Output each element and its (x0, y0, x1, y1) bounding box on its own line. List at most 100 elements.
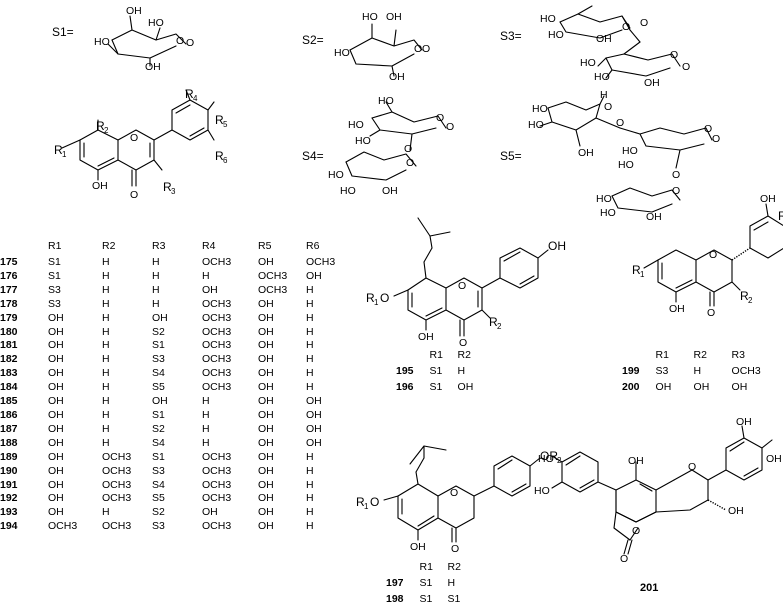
svg-text:OH: OH (389, 71, 405, 83)
table-cell: H (102, 269, 110, 282)
svg-text:1: 1 (62, 150, 67, 159)
table-cell: S3 (48, 297, 61, 310)
table-cell: S1 (419, 593, 433, 605)
svg-text:O: O (186, 37, 194, 49)
table-cell: OH (306, 269, 322, 282)
svg-text:O: O (130, 189, 138, 201)
svg-text:R: R (215, 149, 224, 163)
svg-text:O: O (422, 43, 430, 55)
table-cell: OH (258, 408, 274, 421)
table-cell: OH (202, 283, 218, 296)
table-cell: OH (48, 450, 64, 463)
svg-text:1: 1 (374, 298, 379, 307)
table-cell: OH (48, 436, 64, 449)
s5-label: S5= (500, 149, 522, 163)
header-r1: R1 (429, 349, 443, 361)
svg-text:R: R (163, 180, 172, 194)
table-cell: S1 (152, 408, 165, 421)
svg-text:HO: HO (334, 47, 350, 59)
table-cell: OH (258, 395, 274, 408)
table-cell: OCH3 (202, 256, 232, 268)
table-cell: OH (48, 311, 64, 324)
compound-number: 191 (0, 478, 18, 491)
svg-text:OH: OH (646, 211, 662, 223)
svg-text:1: 1 (364, 502, 369, 511)
svg-text:O: O (620, 553, 628, 565)
compound-number: 200 (622, 381, 640, 393)
svg-text:O: O (370, 495, 379, 509)
table-cell: H (102, 422, 110, 435)
table-cell: S1 (419, 577, 433, 589)
svg-text:R: R (366, 291, 375, 305)
table-cell: OCH3 (202, 381, 232, 394)
table-cell: OH (48, 381, 64, 394)
svg-text:HO: HO (600, 207, 616, 219)
svg-text:O: O (672, 169, 680, 181)
svg-text:OH: OH (92, 180, 108, 192)
table-cell: H (102, 325, 110, 338)
svg-text:O: O (458, 280, 466, 292)
svg-text:HO: HO (548, 29, 564, 41)
table-cell: OH (258, 492, 274, 505)
table-cell: OCH3 (202, 450, 232, 463)
table-cell: S1 (429, 365, 443, 377)
table-cell: OH (306, 395, 322, 408)
table-cell: OCH3 (102, 450, 132, 463)
svg-text:3: 3 (171, 187, 176, 196)
svg-text:HO: HO (622, 145, 638, 157)
svg-text:O: O (707, 307, 715, 319)
header-r1: R1 (48, 240, 62, 252)
table-cell: OH (258, 422, 274, 435)
table-cell: H (202, 436, 210, 449)
s1-label: S1= (52, 25, 74, 39)
svg-text:R: R (778, 209, 783, 223)
sugar-s3: S3= HO HO OH O O HO HO OH O O (500, 5, 690, 89)
table-cell: H (693, 365, 702, 377)
table-cell: H (102, 395, 110, 408)
svg-text:O: O (446, 121, 454, 133)
compound-201-label: 201 (640, 582, 659, 594)
table-cell: S1 (152, 450, 165, 463)
compound-number: 189 (0, 450, 18, 463)
table-cell: H (102, 339, 110, 352)
header-r2: R2 (447, 561, 461, 573)
header-r2: R2 (102, 240, 116, 252)
table-cell: OH (48, 464, 64, 477)
svg-text:O: O (670, 49, 678, 61)
table-cell: H (306, 297, 314, 310)
table-cell: S2 (152, 325, 165, 338)
sugar-s4: S4= HO HO HO O O O O HO HO OH (302, 95, 454, 197)
svg-text:OH: OH (386, 11, 402, 23)
table-cell: OH (48, 478, 64, 491)
svg-text:OH: OH (760, 193, 776, 205)
svg-text:R: R (54, 143, 63, 157)
table-cell: S1 (48, 256, 61, 268)
svg-text:R: R (96, 119, 105, 133)
s3-label: S3= (500, 29, 522, 43)
svg-text:OH: OH (126, 5, 142, 17)
table-cell: H (152, 283, 160, 296)
table-cell: S4 (152, 436, 165, 449)
svg-text:HO: HO (348, 119, 364, 131)
table-cell: H (306, 283, 314, 296)
table-cell: S3 (152, 353, 165, 366)
compound-number: 177 (0, 283, 18, 296)
svg-text:4: 4 (193, 94, 198, 103)
table-cell: OH (258, 436, 274, 449)
svg-text:HO: HO (532, 103, 548, 115)
table-cell: H (102, 436, 110, 449)
compound-number: 198 (386, 593, 404, 605)
